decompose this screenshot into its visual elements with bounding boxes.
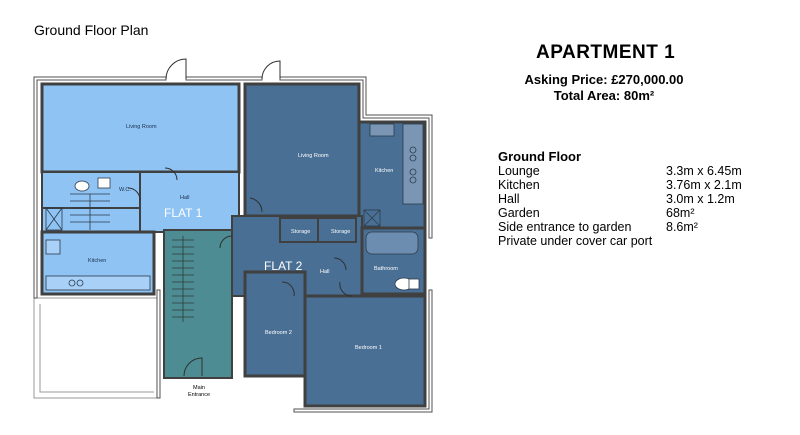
label-f1-hall: Hall — [180, 195, 189, 201]
spec-row-garden: Garden 68m² — [498, 206, 694, 220]
f1-kitchen-counter — [45, 275, 151, 291]
f2-bedroom-2 — [243, 270, 307, 378]
f1-hall — [139, 171, 240, 233]
fixtures — [45, 123, 424, 291]
label-flat-1: FLAT 1 — [164, 206, 203, 220]
spec-row-hall: Hall 3.0m x 1.2m — [498, 192, 735, 206]
spec-value: 3.76m x 2.1m — [666, 178, 742, 192]
bathtub — [365, 231, 419, 255]
label-f1-wc: W.C. — [119, 187, 131, 193]
label-f2-kitchen: Kitchen — [375, 168, 393, 174]
spec-value: 3.3m x 6.45m — [666, 164, 742, 178]
apartment-title: APARTMENT 1 — [536, 42, 676, 63]
total-area-value: 80m² — [623, 88, 655, 103]
page-title: Ground Floor Plan — [34, 22, 149, 38]
room-specifications: Ground Floor Lounge 3.3m x 6.45m Kitchen… — [498, 149, 742, 249]
specs-footer: Private under cover car port — [498, 234, 653, 248]
asking-price-label: Asking Price: — [524, 72, 608, 87]
label-main-entrance-line1: Main — [193, 385, 205, 391]
asking-price-value: £270,000.00 — [611, 72, 684, 87]
spec-label: Kitchen — [498, 178, 540, 192]
f2-kitchen-counter — [402, 123, 424, 205]
f2-storage-2 — [317, 217, 357, 243]
spec-value: 8.6m² — [666, 220, 698, 234]
spec-value: 3.0m x 1.2m — [666, 192, 735, 206]
label-f2-bedroom-1: Bedroom 1 — [355, 345, 382, 351]
carport-outline — [33, 297, 160, 399]
spec-row-lounge: Lounge 3.3m x 6.45m — [498, 164, 742, 178]
label-f2-living-room: Living Room — [298, 153, 329, 159]
cross-hatched-cupboards — [45, 207, 381, 231]
total-area-label: Total Area: — [553, 88, 621, 103]
f1-toilet — [74, 180, 90, 192]
total-area-line: Total Area: 80m² — [494, 88, 714, 103]
label-f2-hall: Hall — [320, 269, 329, 275]
f2-living-room — [243, 82, 361, 218]
label-flat-2: FLAT 2 — [264, 259, 303, 273]
spec-value: 68m² — [666, 206, 695, 220]
specs-heading: Ground Floor — [498, 149, 582, 164]
stairwell — [163, 229, 233, 379]
f1-internal-stairs — [70, 193, 110, 230]
stairwell-steps — [172, 236, 194, 322]
label-f2-bathroom: Bathroom — [374, 266, 398, 272]
door-swings — [127, 58, 353, 377]
label-f2-storage-1: Storage — [291, 229, 310, 235]
outer-walls — [33, 76, 433, 413]
label-f1-kitchen: Kitchen — [88, 258, 106, 264]
spec-label: Hall — [498, 192, 520, 206]
label-f2-bedroom-2: Bedroom 2 — [265, 330, 292, 336]
spec-label: Lounge — [498, 164, 540, 178]
f1-patio-door — [165, 58, 187, 80]
asking-price-line: Asking Price: £270,000.00 — [494, 72, 714, 87]
spec-label: Garden — [498, 206, 540, 220]
main-entrance-door — [183, 357, 203, 377]
spec-row-kitchen: Kitchen 3.76m x 2.1m — [498, 178, 742, 192]
label-f2-storage-2: Storage — [331, 229, 350, 235]
f2-bedroom-1 — [303, 294, 427, 408]
f1-stairs-area — [41, 207, 141, 233]
label-main-entrance-line2: Entrance — [188, 392, 210, 398]
label-f1-living-room: Living Room — [126, 124, 157, 130]
f2-patio-door — [261, 60, 281, 80]
spec-row-side-entrance: Side entrance to garden 8.6m² — [498, 220, 698, 234]
spec-label: Side entrance to garden — [498, 220, 632, 234]
